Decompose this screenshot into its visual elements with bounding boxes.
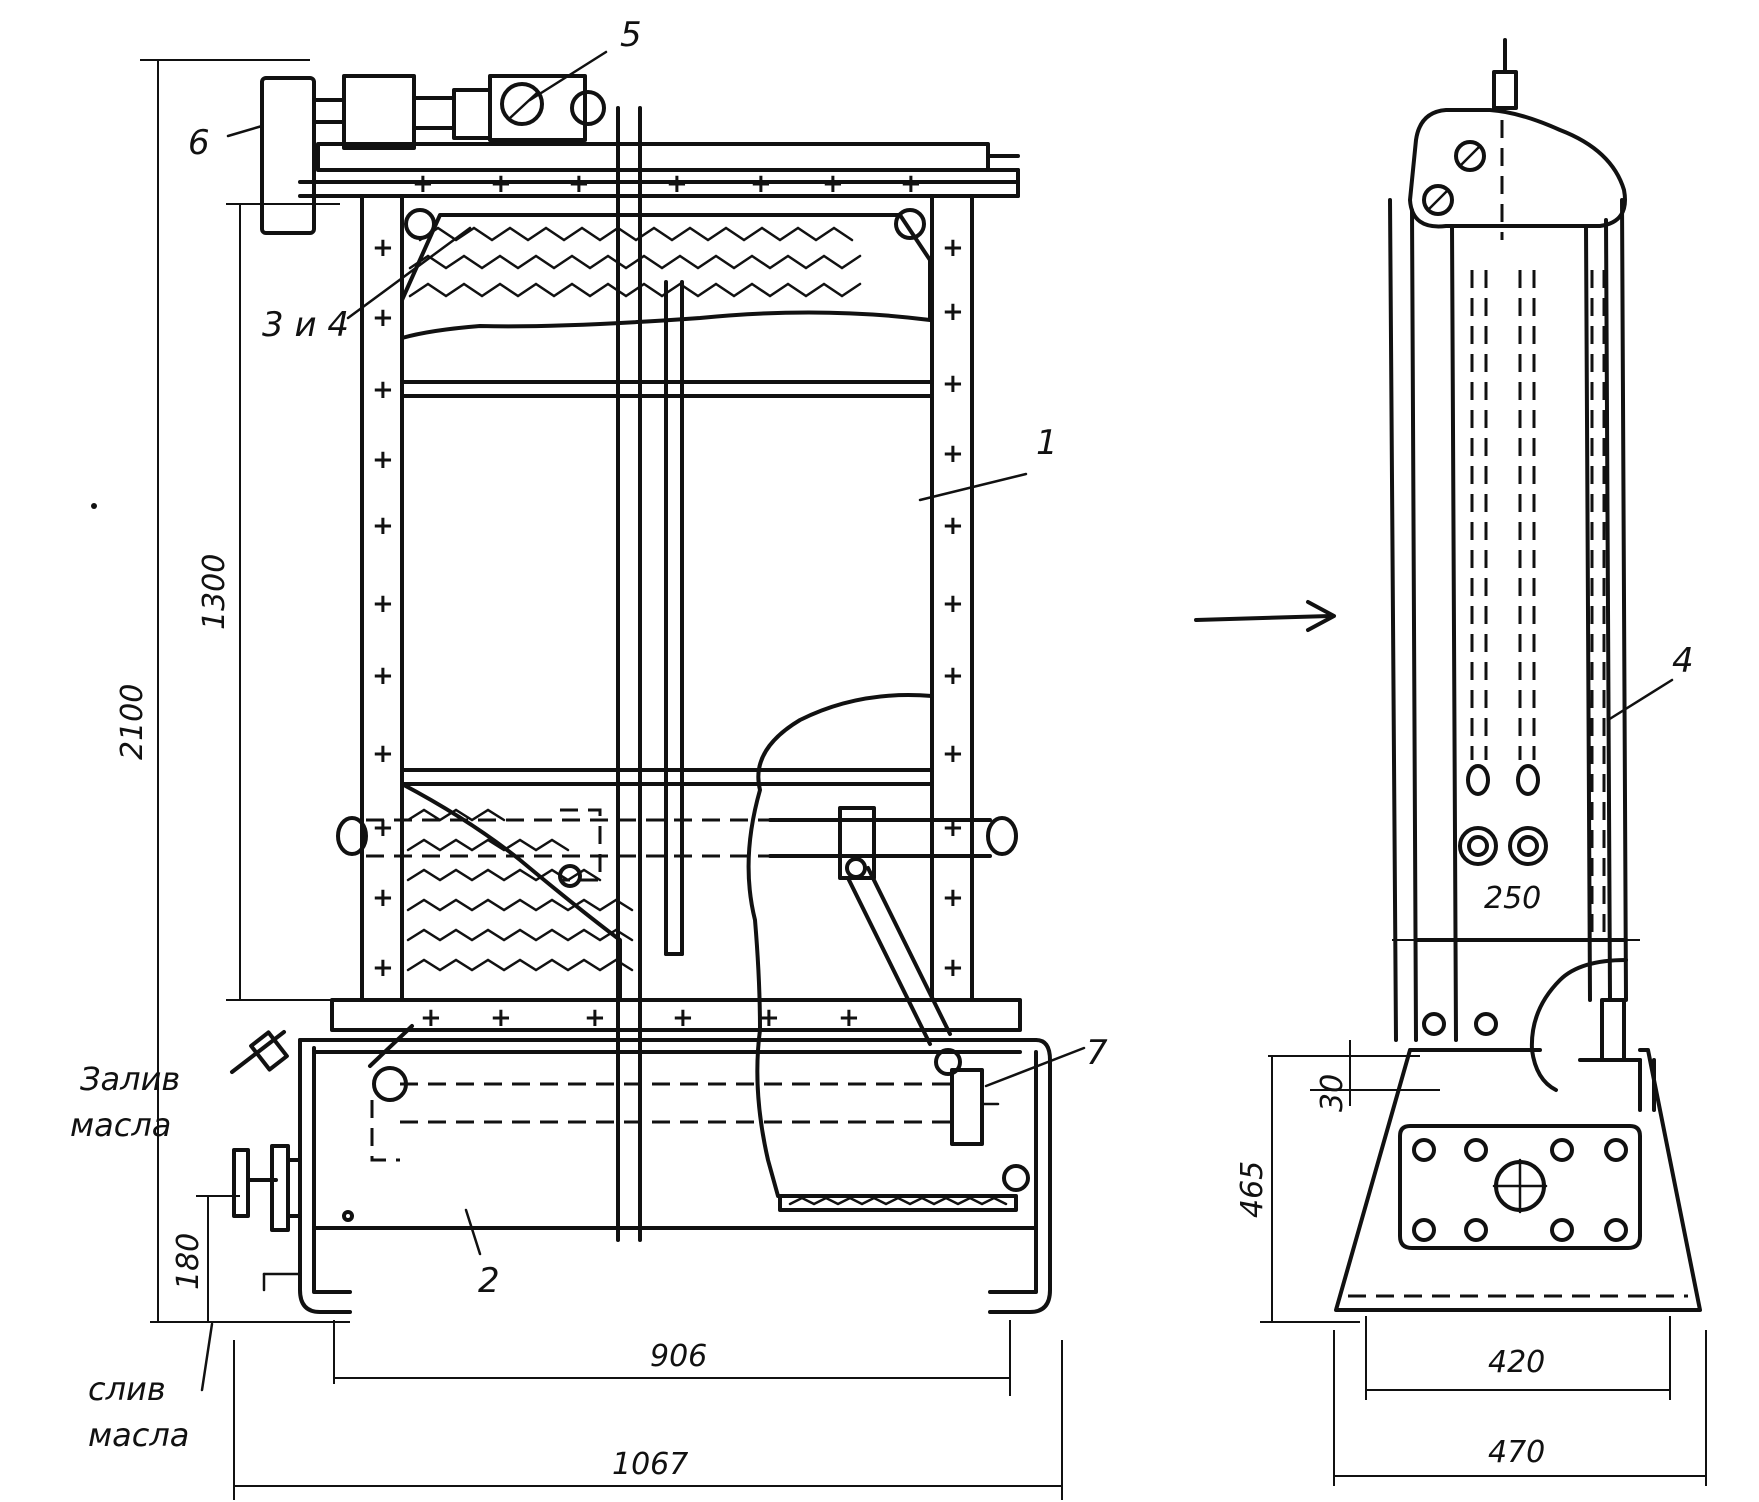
svg-text:+: +	[942, 369, 964, 399]
label-part-7: 7	[1086, 1033, 1108, 1073]
central-shaft	[616, 106, 684, 1242]
dim-outer-width: 1067	[612, 1447, 688, 1482]
dim-overall-height: 2100	[115, 684, 150, 760]
dim-base-height: 465	[1235, 1161, 1270, 1218]
label-part-6: 6	[188, 123, 210, 163]
svg-text:+: +	[372, 813, 394, 843]
svg-text:+: +	[372, 589, 394, 619]
side-column	[1388, 198, 1642, 1092]
svg-text:+: +	[372, 233, 394, 263]
oil-drain-label-line1: слив	[88, 1370, 166, 1408]
side-dimensions	[1260, 678, 1707, 1486]
svg-text:+: +	[942, 439, 964, 469]
side-head	[1408, 38, 1627, 240]
dim-drain-height: 180	[171, 1233, 206, 1290]
dim-flange-height: 30	[1315, 1074, 1350, 1112]
svg-text:+: +	[750, 169, 772, 199]
svg-text:+: +	[942, 739, 964, 769]
svg-text:+: +	[372, 661, 394, 691]
oil-drain-valve	[232, 1144, 302, 1292]
svg-text:+: +	[372, 303, 394, 333]
svg-text:+: +	[942, 511, 964, 541]
core-frame: + + + + + + + + + + + + + + + + + + + + …	[360, 194, 974, 1002]
dim-base-bottom-width: 470	[1488, 1435, 1545, 1470]
oil-fill-label-line1: Залив	[80, 1060, 180, 1098]
upper-winding	[400, 213, 932, 340]
view-direction-arrow	[1194, 600, 1336, 632]
oil-fill-valve	[230, 1030, 289, 1074]
side-base	[1334, 1048, 1702, 1312]
svg-text:+: +	[942, 233, 964, 263]
svg-text:+: +	[666, 169, 688, 199]
front-view: + + + + + + + + + + + + + +	[70, 15, 1108, 1500]
svg-text:+: +	[490, 169, 512, 199]
cutaway-contour	[746, 693, 934, 1198]
svg-text:+: +	[372, 953, 394, 983]
svg-text:+: +	[900, 169, 922, 199]
svg-text:+: +	[822, 169, 844, 199]
svg-text:+: +	[372, 375, 394, 405]
svg-text:+: +	[372, 511, 394, 541]
svg-text:+: +	[490, 1003, 512, 1033]
label-part-2: 2	[478, 1261, 500, 1301]
svg-text:+: +	[372, 739, 394, 769]
svg-text:+: +	[942, 589, 964, 619]
svg-text:+: +	[672, 1003, 694, 1033]
dim-bolt-spacing: 250	[1484, 881, 1541, 916]
front-dimensions	[140, 59, 1063, 1500]
oil-fill-label-line2: масла	[70, 1106, 171, 1144]
svg-text:+: +	[568, 169, 590, 199]
leader-lines	[200, 50, 1086, 1392]
svg-text:+: +	[942, 661, 964, 691]
svg-text:+: +	[942, 883, 964, 913]
stray-dot	[91, 503, 97, 509]
oil-tank	[298, 1024, 1052, 1314]
cross-shaft	[336, 806, 1018, 1046]
svg-text:+: +	[412, 169, 434, 199]
svg-text:+: +	[372, 445, 394, 475]
svg-text:+: +	[942, 953, 964, 983]
svg-text:+: +	[372, 883, 394, 913]
svg-text:+: +	[942, 297, 964, 327]
label-part-1: 1	[1036, 423, 1058, 463]
bottom-beam: + + + + + +	[330, 998, 1022, 1033]
dim-core-height: 1300	[197, 554, 232, 630]
label-part-4-side: 4	[1672, 641, 1694, 681]
dim-inner-width: 906	[650, 1339, 707, 1374]
dim-base-top-width: 420	[1488, 1345, 1545, 1380]
side-view: 4 250 465 30 420 470	[1235, 38, 1707, 1486]
top-drive-assembly: + + + + + + +	[260, 74, 1020, 235]
svg-text:+: +	[758, 1003, 780, 1033]
svg-text:+: +	[420, 1003, 442, 1033]
svg-text:+: +	[942, 813, 964, 843]
lower-winding	[400, 782, 634, 1002]
label-part-5: 5	[620, 15, 642, 55]
svg-text:+: +	[584, 1003, 606, 1033]
svg-text:+: +	[838, 1003, 860, 1033]
label-part-3-4: 3 и 4	[262, 305, 349, 345]
oil-drain-label-line2: масла	[88, 1416, 189, 1454]
